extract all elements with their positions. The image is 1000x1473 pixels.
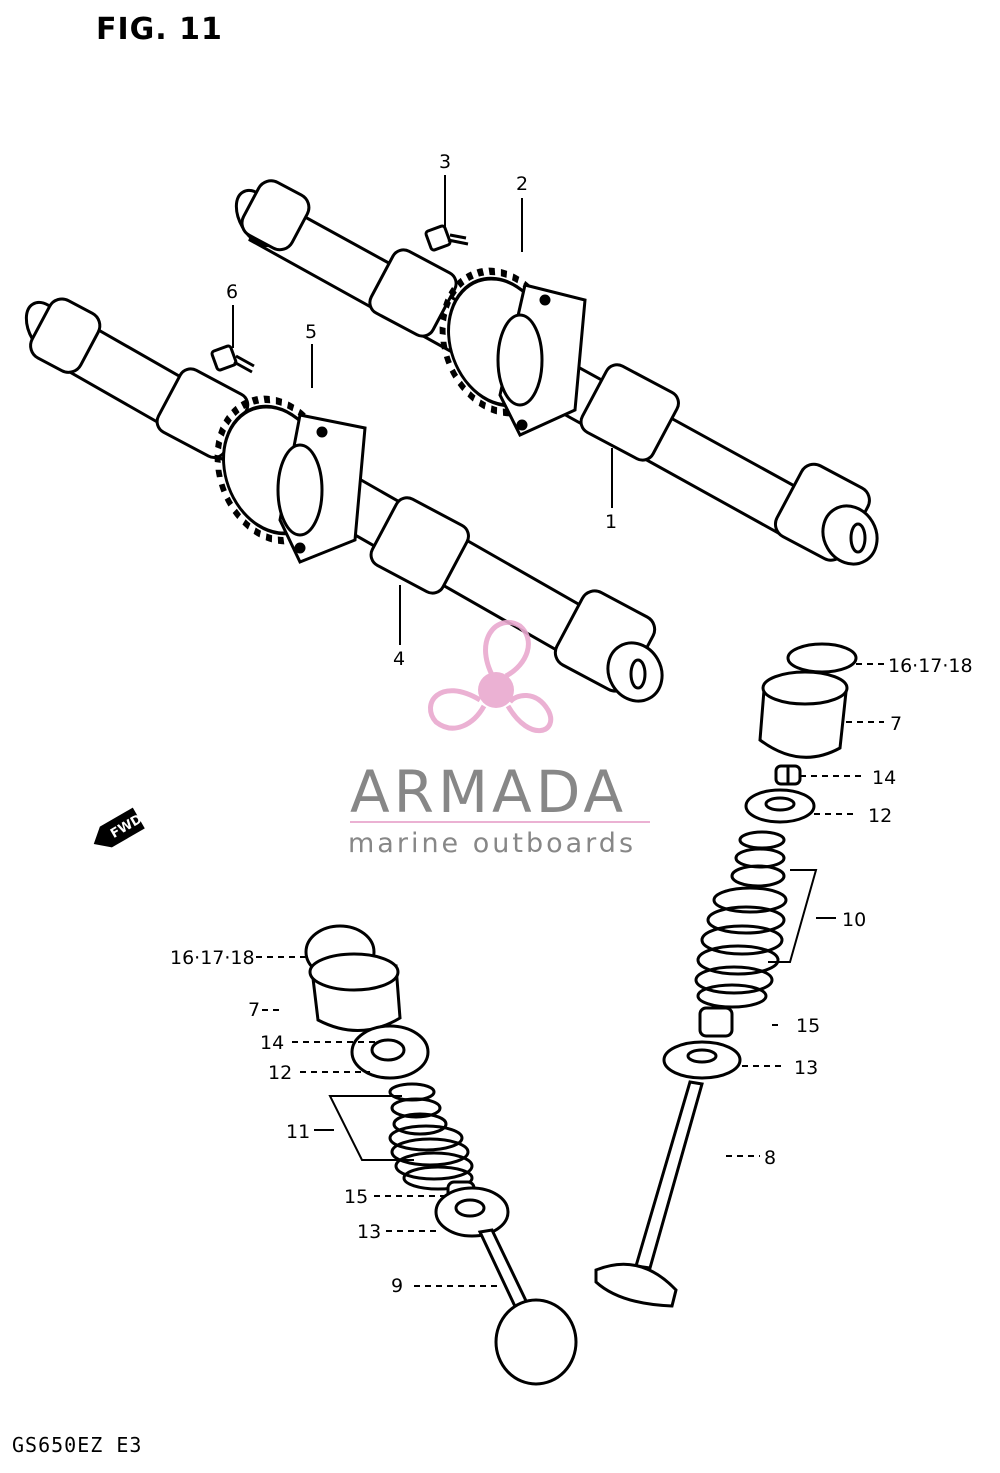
callout-labels: 3 2 6 5 1 4 16·17·18 7 14 12 10 15 13 8 … xyxy=(170,151,973,1297)
callout-6: 6 xyxy=(226,281,238,303)
sprocket-hub-2 xyxy=(496,283,587,437)
callout-16-17-18-left: 16·17·18 xyxy=(170,947,255,969)
bolt-3 xyxy=(424,224,469,252)
propeller-icon xyxy=(428,619,554,734)
leader-lines xyxy=(232,175,884,1287)
callout-1: 1 xyxy=(605,511,617,533)
callout-16-17-18-right: 16·17·18 xyxy=(888,655,973,677)
callout-4: 4 xyxy=(393,648,405,670)
callout-10: 10 xyxy=(842,909,866,931)
model-code: GS650EZ E3 xyxy=(12,1433,143,1457)
bolt-6 xyxy=(210,344,255,374)
callout-12-right: 12 xyxy=(868,805,892,827)
callout-7-right: 7 xyxy=(890,713,902,735)
spring-retainer-12-right xyxy=(744,788,816,824)
watermark-logo: ARMADA marine outboards xyxy=(348,619,650,859)
watermark-brand: ARMADA xyxy=(350,758,627,826)
callout-7-left: 7 xyxy=(248,999,260,1021)
sprocket-hub-5 xyxy=(276,413,367,564)
callout-13-left: 13 xyxy=(357,1221,381,1243)
callout-14-left: 14 xyxy=(260,1032,284,1054)
callout-3: 3 xyxy=(439,151,451,173)
valve-spring-10-right xyxy=(694,830,788,1009)
callout-2: 2 xyxy=(516,173,528,195)
spring-retainer-12-left xyxy=(350,1024,430,1080)
watermark-tagline: marine outboards xyxy=(348,828,636,859)
figure-title: FIG. 11 xyxy=(96,12,223,47)
propeller-hub-icon xyxy=(478,672,514,708)
exhaust-valve-8 xyxy=(594,1080,704,1308)
callout-5: 5 xyxy=(305,321,317,343)
callout-11: 11 xyxy=(286,1121,310,1143)
tappet-7-right xyxy=(758,670,849,759)
callout-15-right: 15 xyxy=(796,1015,820,1037)
tappet-7-left xyxy=(308,952,402,1032)
callout-8: 8 xyxy=(764,1147,776,1169)
intake-valve-9 xyxy=(477,1228,578,1386)
callout-12-left: 12 xyxy=(268,1062,292,1084)
callout-9: 9 xyxy=(391,1275,403,1297)
callout-13-right: 13 xyxy=(794,1057,818,1079)
spring-seat-13-left xyxy=(434,1186,510,1238)
cotter-14-right xyxy=(774,764,802,786)
valve-spring-11-left xyxy=(388,1082,474,1191)
shim-16-17-18-right xyxy=(786,642,858,674)
callout-15-left: 15 xyxy=(344,1186,368,1208)
callout-14-right: 14 xyxy=(872,767,896,789)
stem-seal-15-right xyxy=(698,1006,734,1038)
fwd-direction-arrow: FWD xyxy=(93,807,145,848)
spring-seat-13-right xyxy=(662,1040,742,1080)
